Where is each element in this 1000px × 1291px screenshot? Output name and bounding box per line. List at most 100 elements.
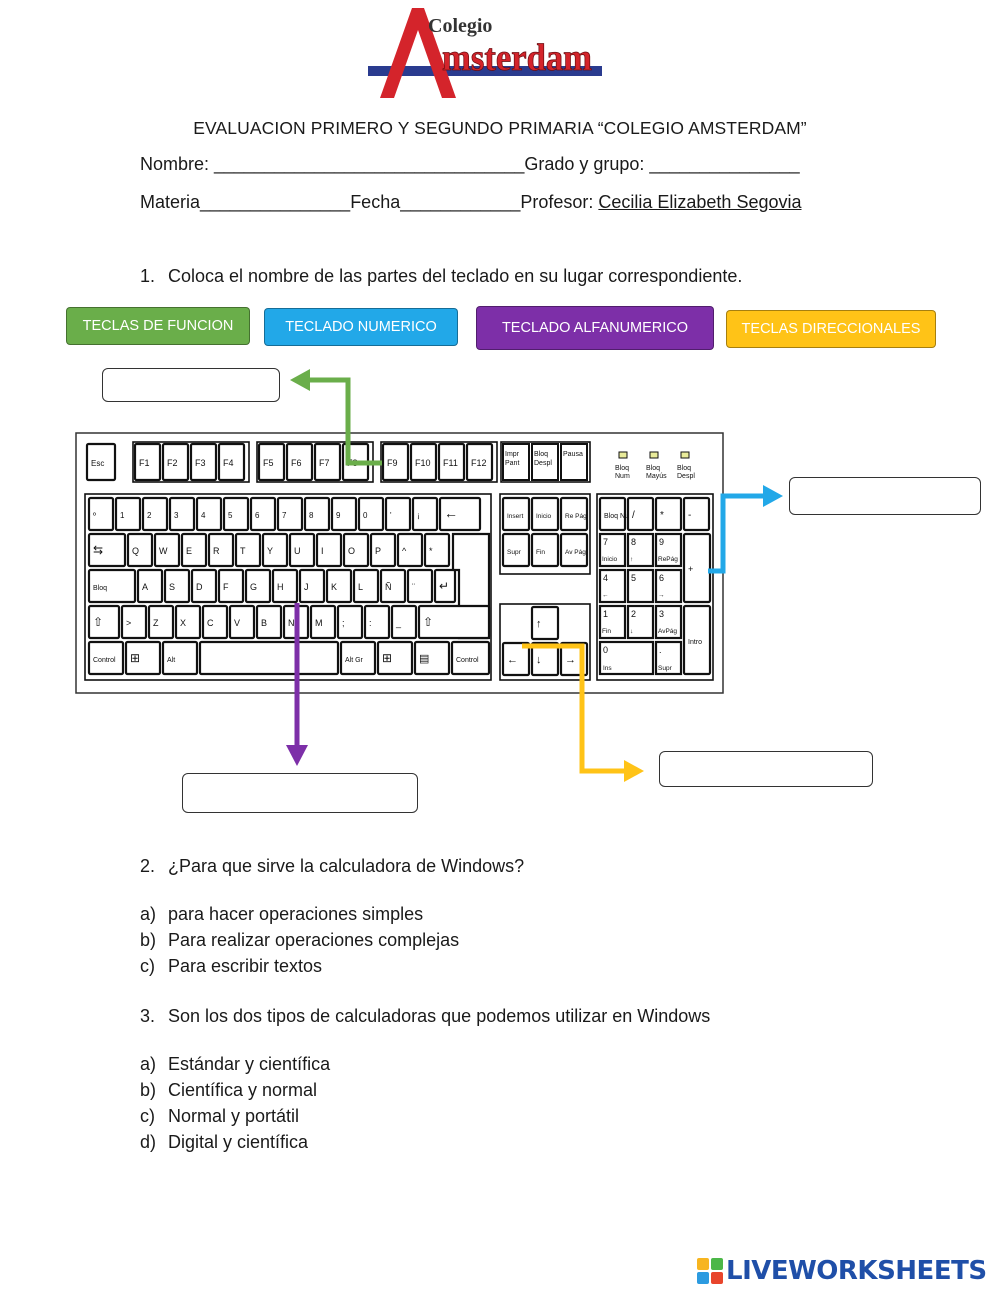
key-label: 5 — [631, 573, 636, 583]
key-numpad — [598, 532, 627, 568]
key-label: Alt — [167, 657, 175, 664]
key-navigation — [559, 532, 589, 568]
teacher-name: Cecilia Elizabeth Segovia — [598, 192, 802, 212]
option-text: Para escribir textos — [168, 956, 323, 976]
key-shift-left — [87, 604, 121, 640]
question-2-number: 2. — [140, 856, 156, 876]
key-symbol — [433, 568, 457, 604]
key-number — [114, 496, 142, 532]
key-label: D — [196, 582, 203, 592]
key-label: A — [142, 582, 148, 592]
key-label: H — [277, 582, 284, 592]
q2-option-a[interactable]: a) para hacer operaciones simples — [140, 904, 423, 925]
key-label: F11 — [443, 458, 458, 468]
key-label: 1 — [603, 609, 608, 619]
key-label: B — [261, 618, 267, 628]
label-teclas-direccionales[interactable]: TECLAS DIRECCIONALES — [726, 310, 936, 348]
q3-option-a[interactable]: a)Estándar y científica — [140, 1054, 330, 1075]
key-space — [198, 640, 340, 676]
key-letter — [352, 568, 380, 604]
key-label: K — [331, 582, 337, 592]
key-number — [303, 496, 331, 532]
key-label: 9 — [659, 537, 664, 547]
blue-arrow-head — [763, 485, 783, 507]
logo-line2: msterdam — [442, 37, 592, 79]
key-numpad — [598, 496, 627, 532]
option-text: para hacer operaciones simples — [168, 904, 424, 924]
key-number — [357, 496, 385, 532]
key-label: F5 — [263, 458, 274, 468]
key-numpad — [654, 496, 683, 532]
key-label: Inicio — [536, 513, 552, 520]
key-label: ⊞ — [382, 651, 392, 665]
label-teclado-alfanumerico[interactable]: TECLADO ALFANUMERICO — [476, 306, 714, 350]
key-numpad — [598, 604, 627, 640]
key-label: 6 — [255, 511, 260, 520]
key-system — [531, 443, 559, 481]
date-field[interactable]: Fecha____________ — [350, 192, 521, 212]
key-numpad — [626, 568, 655, 604]
answer-box-arrow-keys[interactable] — [659, 751, 873, 787]
key-label: Fin — [536, 549, 545, 556]
key-letter — [207, 532, 235, 568]
key-function — [257, 442, 286, 482]
key-label: 0 — [363, 511, 368, 520]
key-label: 2 — [631, 609, 636, 619]
key-label: Control — [456, 657, 479, 664]
key-label: ← — [507, 654, 518, 666]
school-logo: Colegio msterdam — [360, 2, 610, 110]
key-function — [437, 442, 466, 482]
key-alt — [161, 640, 199, 676]
grade-field[interactable]: Grado y grupo: _______________ — [524, 154, 800, 174]
q2-option-c[interactable]: c)Para escribir textos — [140, 956, 322, 977]
key-number — [384, 496, 412, 532]
q3-option-d[interactable]: d)Digital y científica — [140, 1132, 308, 1153]
key-numpad — [626, 604, 655, 640]
key-label: Re Pág — [565, 513, 587, 520]
key-control-right — [450, 640, 491, 676]
key-label: Despl — [677, 473, 695, 480]
key-label: M — [315, 618, 323, 628]
key-label: 5 — [228, 511, 233, 520]
name-field[interactable]: Nombre: _______________________________ — [140, 154, 525, 174]
option-text: Estándar y científica — [168, 1054, 331, 1074]
label-teclado-numerico[interactable]: TECLADO NUMERICO — [264, 308, 458, 346]
key-function — [133, 442, 162, 482]
answer-box-alphanumeric[interactable] — [182, 773, 418, 813]
key-label: ↓ — [536, 654, 542, 666]
key-label: Despl — [534, 460, 552, 467]
key-label: * — [429, 546, 433, 556]
key-label: ⇧ — [93, 615, 103, 629]
answer-box-numeric-keypad[interactable] — [789, 477, 981, 515]
key-numpad-enter — [682, 604, 712, 676]
answer-box-function-keys[interactable] — [102, 368, 280, 402]
key-label: P — [375, 546, 381, 556]
key-function — [161, 442, 190, 482]
q3-option-b[interactable]: b)Científica y normal — [140, 1080, 317, 1101]
key-system — [502, 443, 530, 481]
key-letter — [147, 604, 175, 640]
key-label: Impr — [505, 451, 520, 458]
option-letter: a) — [140, 904, 157, 924]
key-label: - — [688, 510, 691, 521]
key-label: ; — [342, 618, 345, 628]
label-teclas-de-funcion[interactable]: TECLAS DE FUNCION — [66, 307, 250, 345]
q2-option-b[interactable]: b)Para realizar operaciones complejas — [140, 930, 459, 951]
key-tab — [87, 532, 127, 568]
key-label: 6 — [659, 573, 664, 583]
key-label: _ — [395, 618, 402, 628]
subject-field[interactable]: Materia_______________ — [140, 192, 351, 212]
key-symbol — [406, 568, 434, 604]
key-label: X — [180, 618, 186, 628]
key-label: Alt Gr — [345, 657, 364, 664]
key-letter — [298, 568, 326, 604]
key-letter — [325, 568, 353, 604]
key-arrow-up — [530, 605, 560, 641]
key-label: 7 — [603, 537, 608, 547]
teacher-label: Profesor: — [520, 192, 599, 212]
key-label: Bloq — [534, 451, 548, 458]
key-label: O — [348, 546, 355, 556]
key-label: U — [294, 546, 301, 556]
q3-option-c[interactable]: c)Normal y portátil — [140, 1106, 299, 1127]
key-label: Supr — [507, 549, 522, 556]
